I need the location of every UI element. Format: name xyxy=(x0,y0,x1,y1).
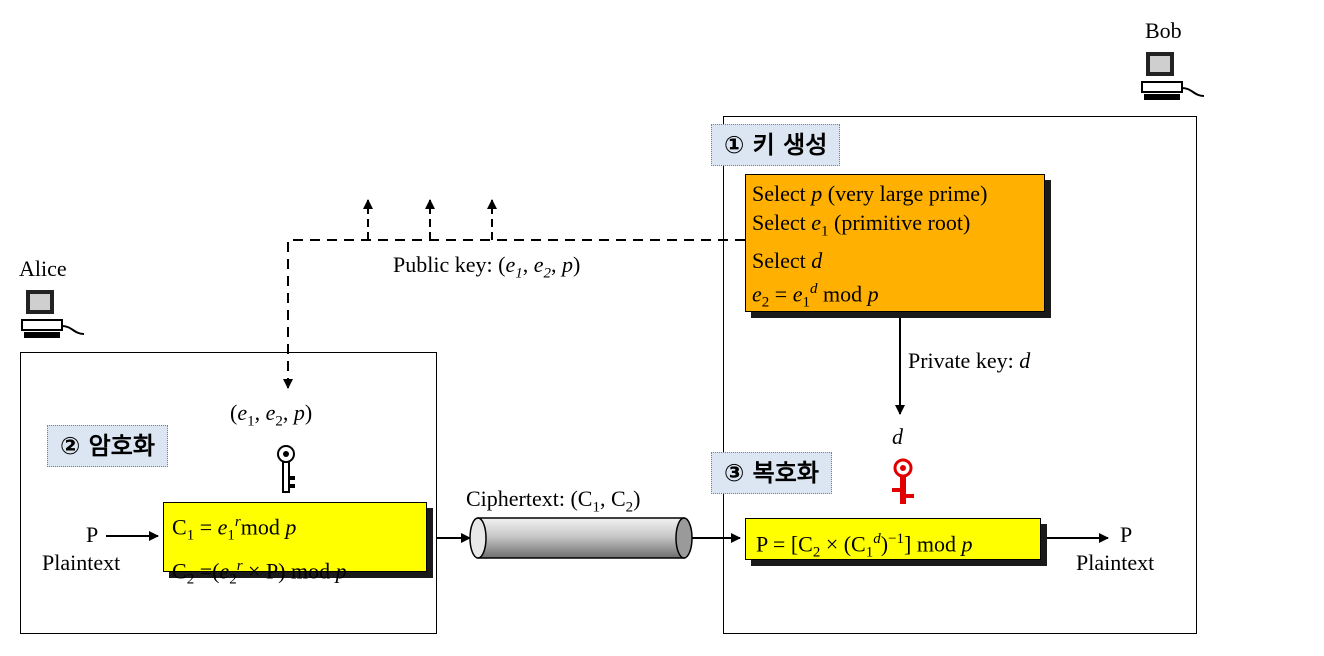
alice-computer-icon xyxy=(21,290,85,338)
private-key-icon xyxy=(892,458,914,504)
encrypt-line-2: C2 =(e2r × P) mod p xyxy=(172,557,347,588)
step-keygen-label: ① 키 생성 xyxy=(711,124,841,166)
keygen-box: Select p (very large prime) Select e1 (p… xyxy=(745,174,1045,312)
step-decrypt-label: ③ 복호화 xyxy=(711,452,832,494)
keygen-line-1: Select p (very large prime) xyxy=(752,181,988,206)
ciphertext-pipe xyxy=(469,517,693,559)
bob-plaintext-label: Plaintext xyxy=(1076,550,1155,575)
alice-label: Alice xyxy=(19,256,67,281)
bob-d-label: d xyxy=(892,424,903,449)
public-key-icon xyxy=(277,445,295,493)
keygen-line-3: Select d xyxy=(752,248,823,274)
encrypt-box: C1 = e1rmod p C2 =(e2r × P) mod p xyxy=(163,502,427,587)
decrypt-box: P = [C2 × (C1d)−1] mod p xyxy=(745,518,1041,561)
alice-plaintext-label: Plaintext xyxy=(42,550,121,575)
bob-computer-icon xyxy=(1141,52,1205,100)
bob-plaintext-p: P xyxy=(1120,522,1133,547)
alice-plaintext-p: P xyxy=(86,522,99,547)
public-key-label: Public key: (e1, e2, p) xyxy=(393,252,581,282)
encrypt-line-1: C1 = e1rmod p xyxy=(172,514,297,544)
alice-received-key: (e1, e2, p) xyxy=(230,400,313,430)
keygen-line-4: e2 = e1d mod p xyxy=(752,281,879,312)
alice-panel xyxy=(20,352,437,634)
ciphertext-label: Ciphertext: (C1, C2) xyxy=(466,486,641,516)
keygen-line-2: Select e1 (primitive root) xyxy=(752,210,971,240)
step-encrypt-label: ② 암호화 xyxy=(47,425,168,467)
private-key-label: Private key: d xyxy=(908,348,1031,373)
bob-label: Bob xyxy=(1145,18,1182,43)
